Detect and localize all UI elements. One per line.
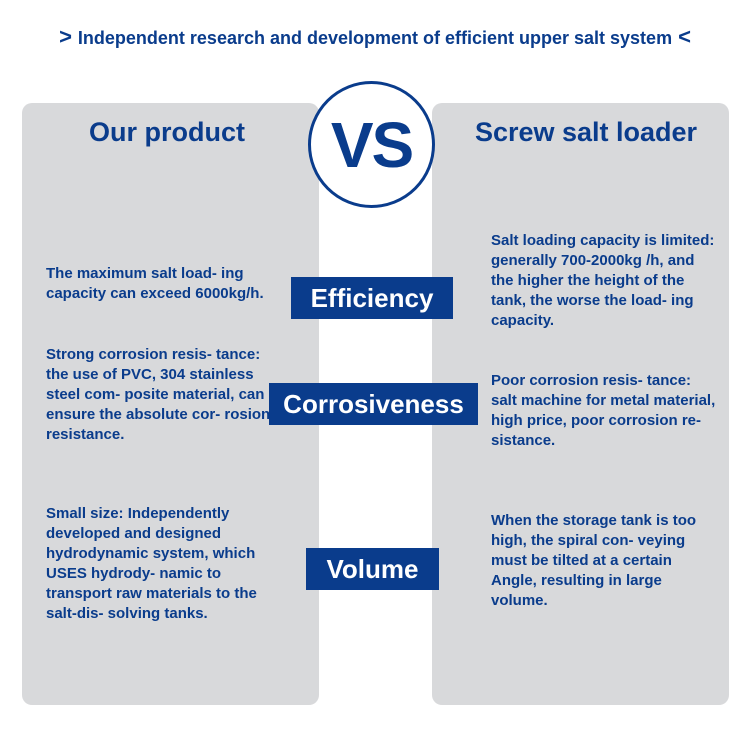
vs-text: VS xyxy=(330,108,414,181)
header-left-arrow: > xyxy=(59,24,72,49)
screw-loader-corrosiveness-text: Poor corrosion resis- tance: salt machin… xyxy=(491,372,716,449)
our-product-efficiency-text: The maximum salt load- ing capacity can … xyxy=(46,265,264,302)
our-product-title: Our product xyxy=(89,117,245,147)
header-right-arrow: < xyxy=(678,24,691,49)
screw-salt-loader-title: Screw salt loader xyxy=(474,117,698,147)
screw-loader-volume-text: When the storage tank is too high, the s… xyxy=(491,512,697,609)
vs-badge: VS xyxy=(308,81,435,208)
efficiency-label: Efficiency xyxy=(291,277,453,319)
screw-salt-loader-panel xyxy=(432,103,729,705)
header-title: Independent research and development of … xyxy=(77,28,673,48)
our-product-volume-text: Small size: Independently developed and … xyxy=(46,505,257,622)
our-product-corrosiveness-text: Strong corrosion resis- tance: the use o… xyxy=(46,346,271,443)
page-header: >Independent research and development of… xyxy=(0,24,750,50)
screw-loader-efficiency-text: Salt loading capacity is limited: genera… xyxy=(491,232,715,329)
volume-label: Volume xyxy=(306,548,439,590)
corrosiveness-label: Corrosiveness xyxy=(269,383,478,425)
